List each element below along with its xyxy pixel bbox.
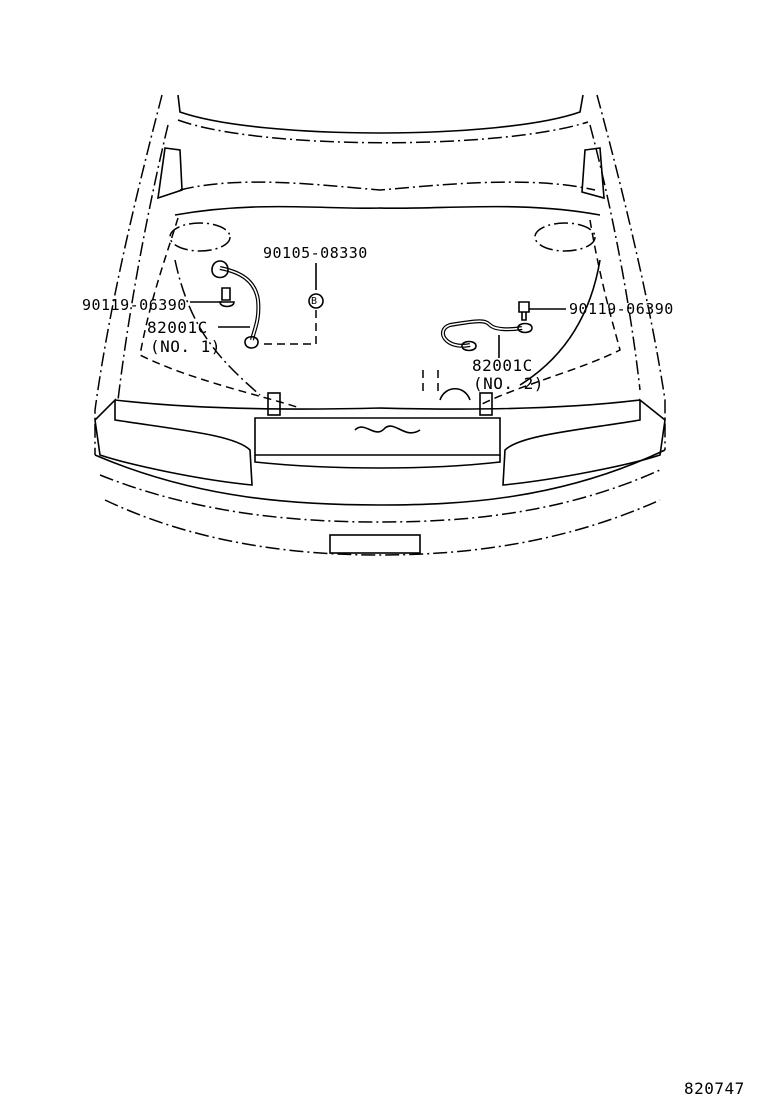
callout-82001c-no1: 82001C <box>147 318 208 337</box>
hood-latch-left <box>267 392 281 416</box>
hood-inner-edge <box>177 119 589 144</box>
bay-left-wall <box>139 217 301 409</box>
hood-stay-right <box>581 147 605 200</box>
fender-right-inner <box>589 124 641 391</box>
bay-right-wall <box>479 219 621 406</box>
strap-terminal-bottom <box>244 335 259 349</box>
body-right-outline <box>596 94 666 450</box>
headlight-right <box>502 398 666 486</box>
bumper-mid <box>99 469 661 523</box>
bumper-top <box>94 449 666 506</box>
strap-no2-terminal-left <box>461 340 477 352</box>
grille <box>254 417 501 456</box>
license-plate-mount <box>329 534 421 554</box>
headlight-left <box>94 398 253 486</box>
strap-no2-terminal-right <box>517 322 533 334</box>
grille-lower <box>254 455 501 469</box>
callout-no1-note: (NO. 1) <box>150 337 221 356</box>
cowl-lower <box>174 205 601 216</box>
bumper-bottom <box>104 499 661 556</box>
strap-terminal-top <box>211 260 229 279</box>
strut-tower-left <box>169 222 231 252</box>
radiator-cap <box>439 387 471 401</box>
bolt-left <box>219 287 235 308</box>
bolt-right <box>518 301 530 321</box>
callout-no2-note: (NO. 2) <box>473 374 544 393</box>
radiator-pipes <box>422 370 439 395</box>
bay-left-apron <box>174 259 261 396</box>
strut-tower-right <box>534 222 596 252</box>
hood-front-edge <box>177 94 584 134</box>
callout-82001c-no2: 82001C <box>472 356 533 375</box>
callout-90119-06390-left: 90119-06390 <box>82 296 187 314</box>
cowl-panel <box>179 181 596 191</box>
emblem <box>354 425 421 434</box>
fender-left-inner <box>117 124 169 401</box>
bay-right-apron <box>519 259 601 386</box>
body-left-outline <box>94 94 163 455</box>
marker-b: B <box>311 296 318 307</box>
leader-b-dashed <box>262 310 317 345</box>
marker-b-circle <box>308 293 324 309</box>
hood-latch-right <box>479 392 493 416</box>
illustration-number: 820747 <box>684 1079 745 1098</box>
callout-90105-08330: 90105-08330 <box>263 244 368 262</box>
radiator-support <box>114 399 641 410</box>
callout-90119-06390-right: 90119-06390 <box>569 300 674 318</box>
ground-strap-no1-cable <box>219 266 261 341</box>
